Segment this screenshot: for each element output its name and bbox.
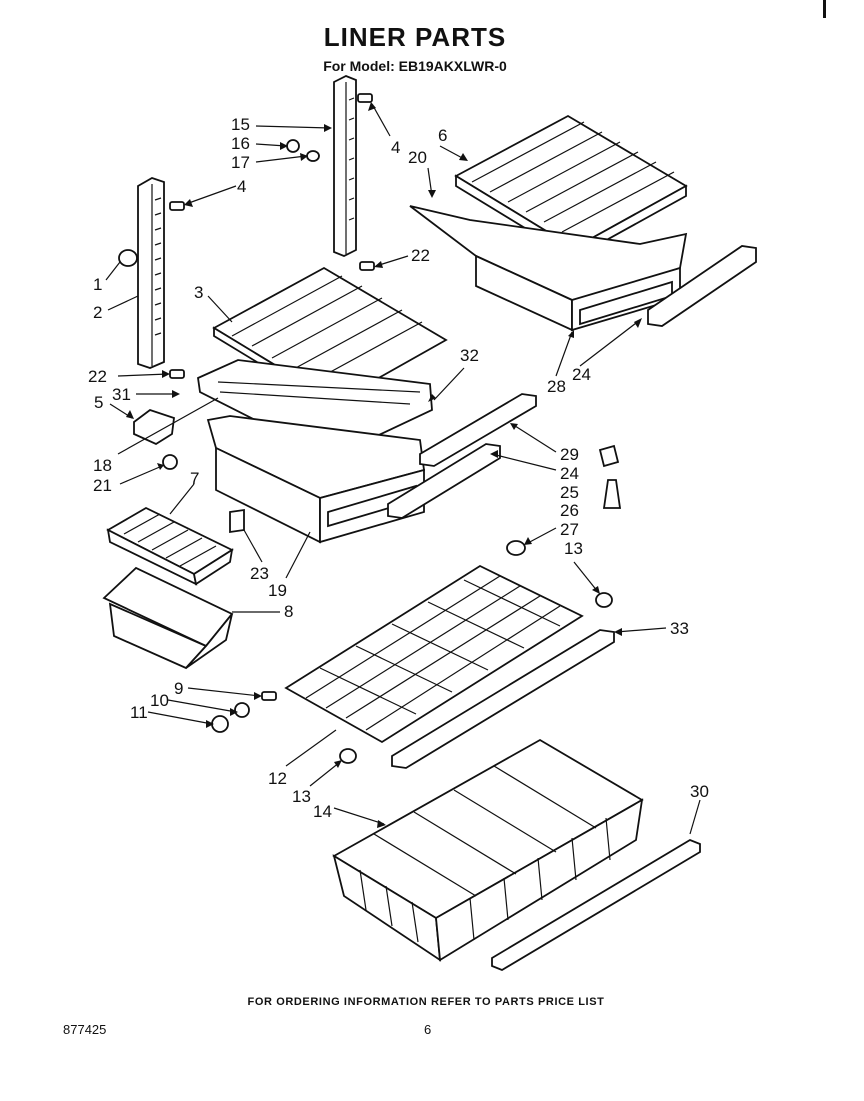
clip-23 (229, 508, 245, 534)
left-shelf-rail (137, 177, 165, 369)
callout-32: 32 (460, 346, 479, 365)
basket-rail (491, 838, 701, 972)
callout-28: 28 (547, 377, 566, 396)
nut-16 (286, 139, 300, 153)
rail-slots (154, 197, 162, 336)
callout-24-upper: 24 (572, 365, 591, 384)
shelf-trim (391, 629, 615, 769)
callout-33: 33 (670, 619, 689, 638)
clip-13-right (595, 592, 613, 608)
lower-crisper-rail (387, 443, 501, 519)
callout-5: 5 (94, 393, 103, 412)
cap-1 (118, 249, 138, 267)
document-number: 877425 (63, 1022, 107, 1037)
freezer-wire-basket (332, 738, 644, 962)
bushing-11 (211, 715, 229, 733)
callout-11: 11 (130, 703, 148, 722)
lower-shelf-trim (419, 393, 537, 467)
spacer-17 (306, 150, 320, 162)
nut-10 (234, 702, 250, 718)
callout-6: 6 (438, 126, 447, 145)
page-number: 6 (424, 1022, 432, 1037)
callout-31: 31 (112, 385, 131, 404)
page-title: LINER PARTS (323, 22, 507, 52)
knob-26 (602, 479, 622, 509)
callout-18: 18 (93, 456, 112, 475)
callout-12: 12 (268, 769, 287, 788)
clip-13-left (339, 748, 357, 764)
callout-25: 25 (560, 483, 579, 502)
callout-20: 20 (408, 148, 427, 167)
arrowheads (126, 102, 642, 828)
rail-screw-bottom (169, 369, 185, 379)
callout-17: 17 (231, 153, 250, 172)
callout-10: 10 (150, 691, 169, 710)
upper-crisper-pan (409, 205, 688, 332)
callout-26: 26 (560, 501, 579, 520)
callout-30: 30 (690, 782, 709, 801)
callout-3: 3 (194, 283, 203, 302)
callout-15: 15 (231, 115, 250, 134)
callout-21: 21 (93, 476, 112, 495)
freezer-wire-shelf (284, 564, 584, 744)
rail-screw-upper (357, 93, 373, 103)
callout-14: 14 (313, 802, 332, 821)
right-shelf-rail (333, 75, 357, 257)
lower-crisper-pan (206, 415, 425, 544)
callout-27: 27 (560, 520, 579, 539)
callout-23: 23 (250, 564, 269, 583)
leader-lines (105, 103, 701, 835)
screw-9 (261, 691, 277, 701)
ice-storage-bin (102, 566, 234, 670)
callout-1: 1 (93, 275, 102, 294)
rail-screw-lower (359, 261, 375, 271)
clip-21 (162, 454, 178, 470)
clip-25 (598, 444, 620, 468)
callout-13-right: 13 (564, 539, 583, 558)
callout-labels: 1 2 3 4 4 5 6 7 8 9 10 11 12 13 13 14 15… (88, 115, 709, 821)
callout-29: 29 (560, 445, 579, 464)
ordering-note: FOR ORDERING INFORMATION REFER TO PARTS … (247, 996, 605, 1008)
callout-4-right: 4 (391, 138, 400, 157)
ice-cube-tray (106, 506, 234, 586)
upper-crisper-rail (647, 245, 757, 327)
callout-22-lower: 22 (88, 367, 107, 386)
callout-4-left: 4 (237, 177, 246, 196)
callout-2: 2 (93, 303, 102, 322)
callout-22-upper: 22 (411, 246, 430, 265)
callout-13-left: 13 (292, 787, 311, 806)
page-edge-mark (823, 0, 826, 18)
callout-16: 16 (231, 134, 250, 153)
callout-7: 7 (190, 469, 199, 488)
callout-9: 9 (174, 679, 183, 698)
callout-8: 8 (284, 602, 293, 621)
model-line: For Model: EB19AKXLWR-0 (323, 58, 507, 74)
rail-screw-left (169, 201, 185, 211)
callout-24-lower: 24 (560, 464, 579, 483)
mounting-bracket (133, 408, 175, 446)
clip-27 (506, 540, 526, 556)
callout-19: 19 (268, 581, 287, 600)
